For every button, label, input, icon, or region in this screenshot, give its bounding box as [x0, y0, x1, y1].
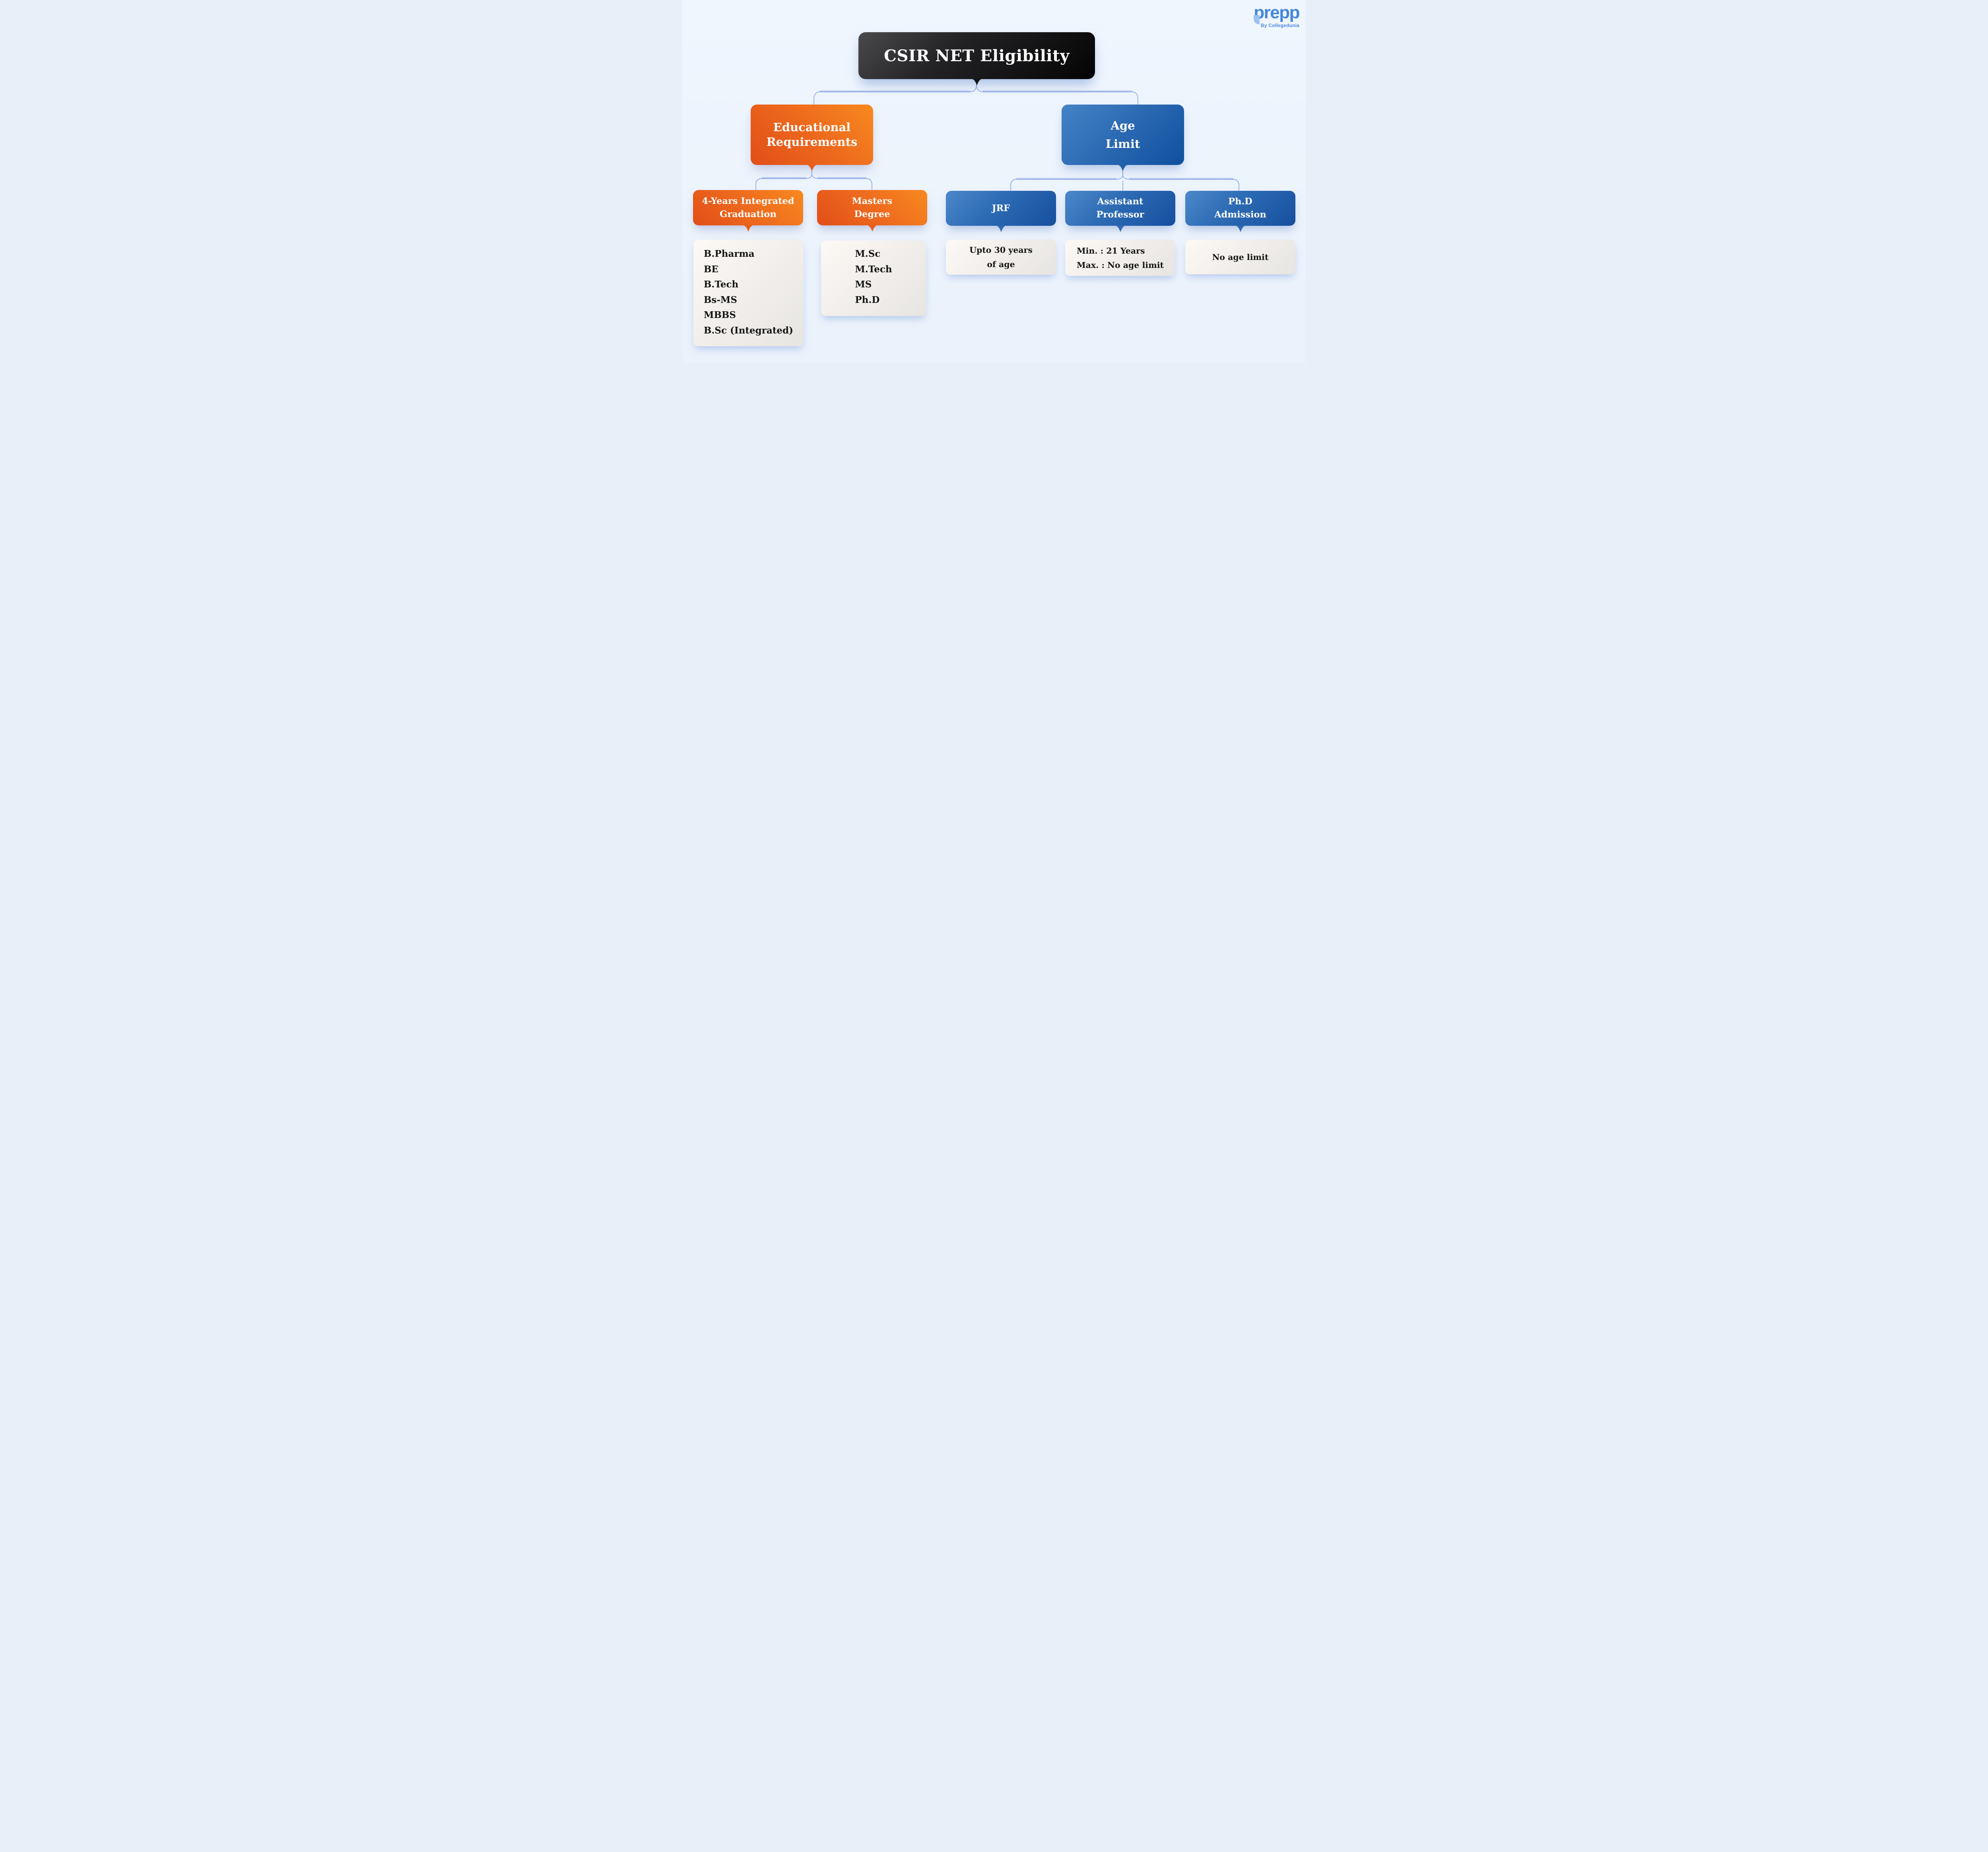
tail-pointer: [743, 225, 753, 232]
node-jrf: JRF: [946, 191, 1056, 232]
node-label: JRF: [992, 203, 1010, 213]
result-jrf-age: Upto 30 years of age: [946, 240, 1056, 275]
result-text: Upto 30 years of age: [969, 245, 1033, 269]
tail-pointer: [1235, 225, 1246, 232]
node-4-years-integrated-graduation: 4-Years Integrated Graduation: [693, 190, 803, 232]
node-label: Masters Degree: [852, 196, 893, 219]
list-item: Bs-MS: [703, 294, 737, 305]
list-item: M.Tech: [855, 264, 892, 275]
tail-pointer: [1115, 225, 1126, 232]
list-item: BE: [703, 264, 718, 275]
connector-line: [755, 81, 1239, 191]
result-phd-age: No age limit: [1185, 240, 1295, 274]
list-item: B.Sc (Integrated): [703, 325, 793, 336]
tail-pointer: [867, 225, 878, 232]
node-phd-admission: Ph.D Admission: [1185, 191, 1295, 232]
title-tail-pointer: [971, 79, 982, 85]
branch-age-limit: Age Limit: [1062, 105, 1184, 171]
infographic-canvas: CSIR NET Eligibility Educational Require…: [682, 0, 1306, 363]
result-assistant-professor-age: Min. : 21 Years Max. : No age limit: [1065, 240, 1175, 276]
list-item: MS: [855, 279, 872, 290]
title-box: CSIR NET Eligibility: [858, 32, 1095, 85]
list-items: B.Pharma BE B.Tech Bs-MS MBBS B.Sc (Inte…: [704, 240, 793, 338]
list-items: M.Sc M.Tech MS Ph.D: [855, 240, 892, 308]
list-item: B.Tech: [703, 279, 739, 290]
branch-educational-requirements: Educational Requirements: [751, 105, 873, 171]
connector-lines: [755, 81, 1239, 191]
prepp-logo-byline: By Collegedunia: [1260, 23, 1299, 28]
branch-label: Educational Requirements: [766, 120, 858, 149]
result-text: No age limit: [1212, 252, 1269, 262]
connector-band: [761, 90, 1234, 180]
result-text: Min. : 21 Years Max. : No age limit: [1076, 246, 1164, 270]
list-item: Ph.D: [855, 294, 880, 305]
list-item: M.Sc: [855, 248, 881, 259]
list-item: B.Pharma: [703, 248, 755, 259]
title-text: CSIR NET Eligibility: [884, 46, 1070, 65]
node-assistant-professor: Assistant Professor: [1065, 191, 1175, 232]
node-label: Assistant Professor: [1096, 196, 1144, 220]
node-label: 4-Years Integrated Graduation: [702, 196, 794, 219]
list-masters-degrees: M.Sc M.Tech MS Ph.D: [821, 240, 926, 316]
list-item: MBBS: [703, 310, 736, 320]
list-graduation-degrees: B.Pharma BE B.Tech Bs-MS MBBS B.Sc (Inte…: [693, 240, 804, 346]
tail-pointer: [996, 225, 1006, 232]
prepp-logo: prepp By Collegedunia: [1254, 3, 1300, 28]
node-masters-degree: Masters Degree: [817, 190, 927, 232]
node-label: Ph.D Admission: [1214, 196, 1266, 220]
prepp-logo-text: prepp: [1254, 3, 1300, 22]
prepp-logo-fold-icon: [1254, 15, 1260, 24]
branch-label: Age Limit: [1105, 119, 1140, 151]
prepp-logo-wordmark: prepp: [1254, 3, 1300, 24]
tail-pointer: [1118, 165, 1128, 171]
tail-pointer: [807, 165, 817, 171]
